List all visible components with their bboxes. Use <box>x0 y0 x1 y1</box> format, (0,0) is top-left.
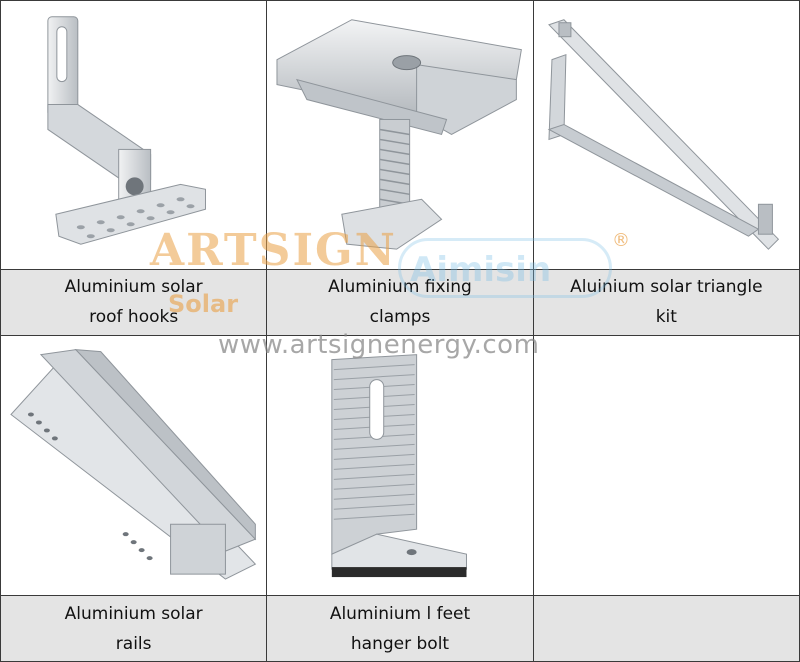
l-feet-icon <box>331 353 468 577</box>
caption-line-2: clamps <box>369 307 431 328</box>
roof-hook-icon <box>47 16 206 245</box>
caption-line-1: Aluminium l feet <box>329 603 471 624</box>
fixing-clamp-icon <box>276 19 523 250</box>
product-image-l-feet <box>266 334 534 597</box>
solar-rail-icon <box>10 348 257 580</box>
empty-cell <box>532 334 800 597</box>
image-row-2 <box>0 334 800 597</box>
caption-solar-rails: Aluminium solar rails <box>0 595 268 662</box>
caption-line-1: Aluminium solar <box>64 603 203 624</box>
product-image-solar-rails <box>0 334 268 597</box>
caption-roof-hooks: Aluminium solar roof hooks <box>0 268 268 336</box>
product-image-fixing-clamps <box>266 0 534 270</box>
caption-line-1: Aluminium fixing <box>328 277 472 298</box>
empty-caption-cell <box>532 595 800 662</box>
image-row-1 <box>0 0 800 270</box>
caption-line-1: Aluminium solar <box>64 277 203 298</box>
caption-line-2: kit <box>655 307 677 328</box>
caption-row-1: Aluminium solar roof hooks Aluminium fix… <box>0 268 800 336</box>
caption-line-1: Aluinium solar triangle <box>570 277 763 298</box>
caption-fixing-clamps: Aluminium fixing clamps <box>266 268 534 336</box>
product-image-roof-hooks <box>0 0 268 270</box>
caption-row-2: Aluminium solar rails Aluminium l feet h… <box>0 595 800 662</box>
caption-l-feet: Aluminium l feet hanger bolt <box>266 595 534 662</box>
caption-line-2: rails <box>115 633 152 654</box>
product-image-triangle-kit <box>532 0 800 270</box>
caption-triangle-kit: Aluinium solar triangle kit <box>532 268 800 336</box>
caption-line-2: roof hooks <box>89 307 179 328</box>
triangle-kit-icon <box>547 19 779 250</box>
caption-line-2: hanger bolt <box>350 633 450 654</box>
